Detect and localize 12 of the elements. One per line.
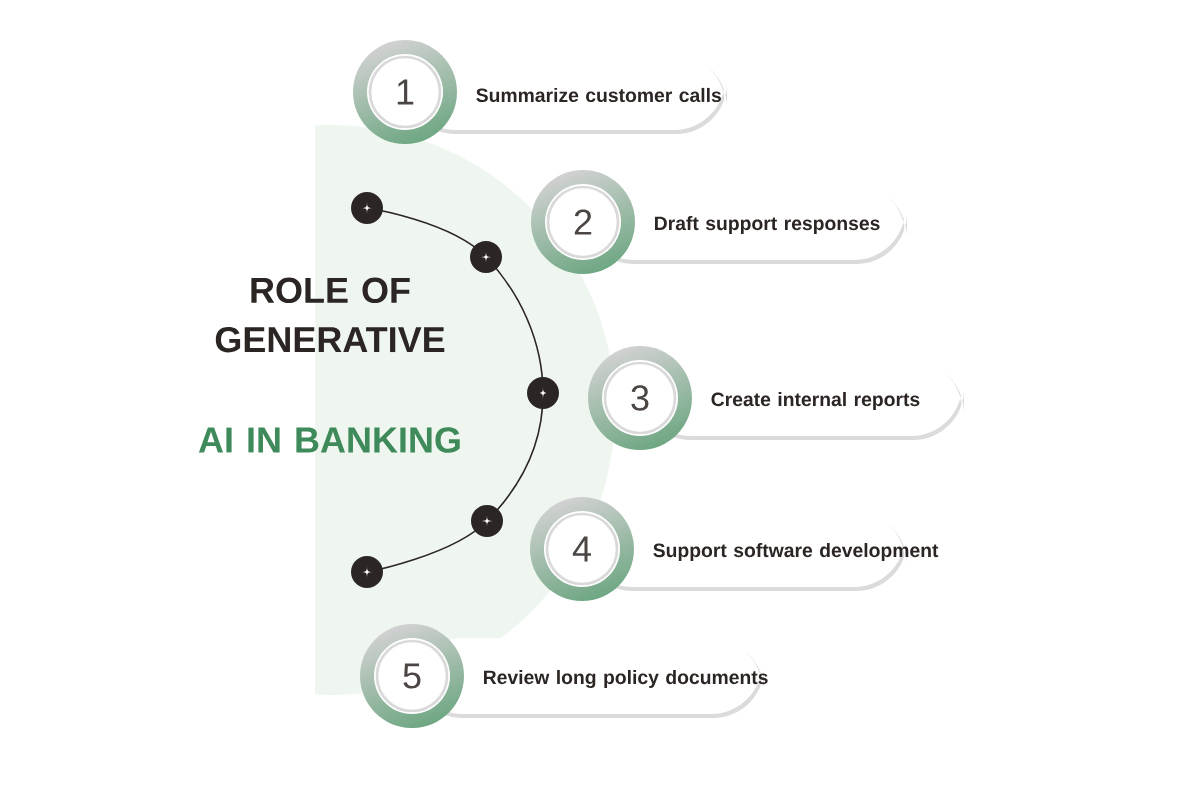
step-item: 5 Review long policy documents <box>360 624 768 728</box>
step-item: 2 Draft support responses <box>531 170 907 274</box>
node-label: Support software development <box>653 543 939 562</box>
step-item: 1 Summarize customer calls <box>353 40 727 144</box>
step-item: 3 Create internal reports <box>588 346 964 450</box>
node-label: Summarize customer calls <box>476 87 721 103</box>
node-label: Draft support responses <box>655 215 880 235</box>
node-label: Review long policy documents <box>484 669 768 689</box>
node-label: Create internal reports <box>711 391 920 411</box>
heading: AI IN BANKING <box>198 427 460 453</box>
heading: ROLE OF GENERATIVE <box>215 277 445 353</box>
step-item: 4 Support software development <box>530 497 939 601</box>
